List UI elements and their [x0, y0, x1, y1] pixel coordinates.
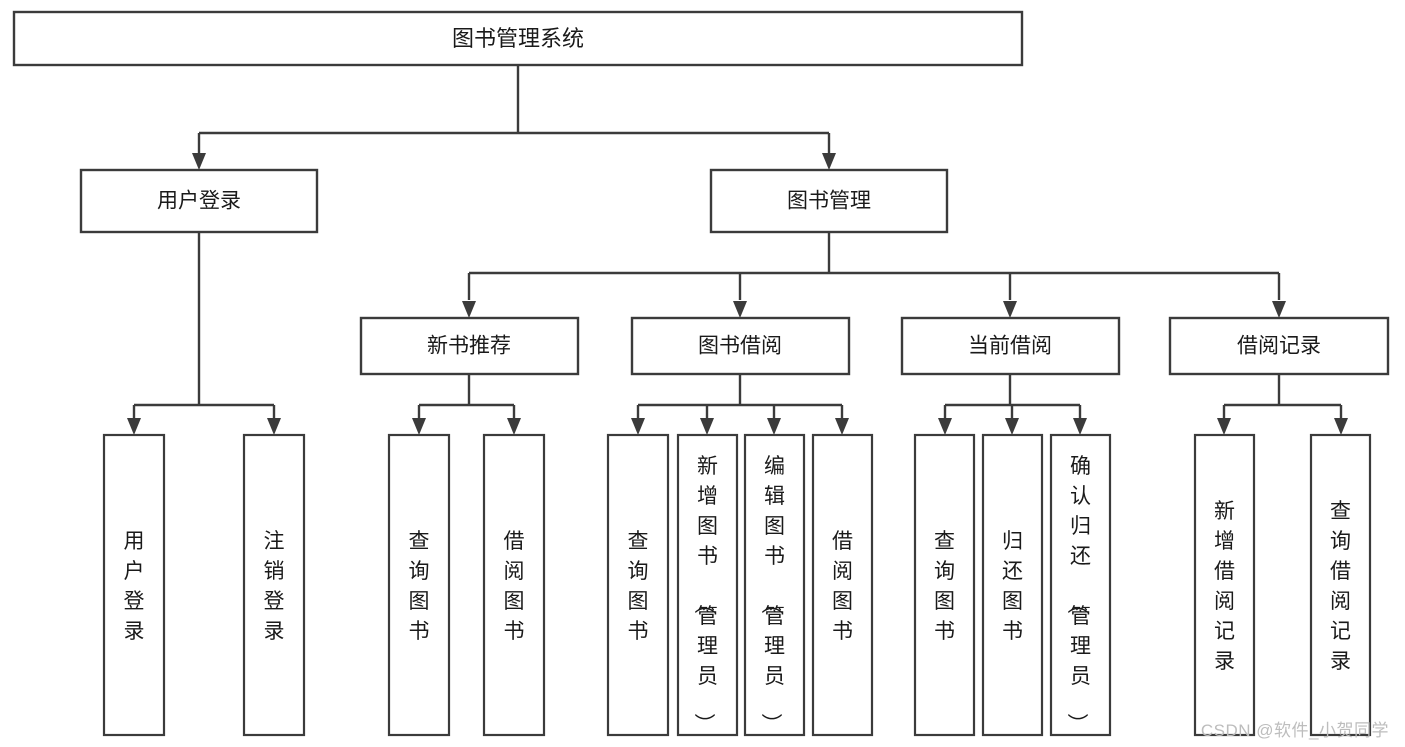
node-current-borrow[interactable]: 当前借阅: [900, 316, 1121, 376]
leaf-node-0-box[interactable]: [102, 433, 166, 737]
connector-group-root: [192, 65, 836, 170]
leaf-node-2-box[interactable]: [387, 433, 451, 737]
leaf-node-8-box[interactable]: [913, 433, 976, 737]
node-new-book-recommend-box[interactable]: [359, 316, 580, 376]
arrow-to-leaf-edit-book-admin: [767, 418, 781, 435]
leaf-node-1[interactable]: 注销登录: [242, 433, 306, 737]
leaf-node-4-label: 查询图书: [628, 530, 649, 643]
node-book-borrow-box[interactable]: [630, 316, 851, 376]
leaf-node-layer: 用户登录 注销登录 查询图书 借阅图书 查询图书 新增图书（管理员） 编辑图书（管理员） 借阅…: [102, 433, 1372, 737]
leaf-node-3-box[interactable]: [482, 433, 546, 737]
arrow-to-leaf-add-book-admin: [700, 418, 714, 435]
leaf-node-7-box[interactable]: [811, 433, 874, 737]
arrow-to-leaf-add-record: [1217, 418, 1231, 435]
leaf-node-11-label: 新增借阅记录: [1214, 500, 1235, 673]
leaf-node-8[interactable]: 查询图书: [913, 433, 976, 737]
node-user-login-box[interactable]: [79, 168, 319, 234]
leaf-node-12[interactable]: 查询借阅记录: [1309, 433, 1372, 737]
leaf-node-9-box[interactable]: [981, 433, 1044, 737]
leaf-node-2[interactable]: 查询图书: [387, 433, 451, 737]
leaf-node-7-label: 借阅图书: [832, 530, 853, 643]
arrow-to-leaf-borrow-book-2: [835, 418, 849, 435]
node-book-management-label: 图书管理: [787, 190, 871, 213]
connector-group-borrow-record: [1217, 374, 1348, 435]
leaf-node-12-label: 查询借阅记录: [1330, 500, 1351, 673]
node-book-borrow[interactable]: 图书借阅: [630, 316, 851, 376]
node-user-login[interactable]: 用户登录: [79, 168, 319, 234]
node-borrow-record-box[interactable]: [1168, 316, 1390, 376]
arrow-to-leaf-query-book-1: [412, 418, 426, 435]
arrow-to-borrow-record: [1272, 301, 1286, 318]
leaf-node-0-label: 用户登录: [124, 530, 145, 643]
connector-group-book-management: [462, 232, 1286, 318]
node-book-management[interactable]: 图书管理: [709, 168, 949, 234]
arrow-to-leaf-query-record: [1334, 418, 1348, 435]
node-borrow-record-label: 借阅记录: [1237, 335, 1321, 358]
leaf-node-1-label: 注销登录: [264, 530, 285, 643]
node-root-system-label: 图书管理系统: [452, 26, 584, 51]
leaf-node-9-label: 归还图书: [1002, 530, 1023, 643]
node-user-login-label: 用户登录: [157, 190, 241, 213]
arrow-to-book-management: [822, 153, 836, 170]
arrow-to-current-borrow: [1003, 301, 1017, 318]
leaf-node-9[interactable]: 归还图书: [981, 433, 1044, 737]
connector-group-current-borrow: [938, 374, 1087, 435]
node-root-system[interactable]: 图书管理系统: [12, 10, 1024, 67]
leaf-node-3-label: 借阅图书: [504, 530, 525, 643]
arrow-to-book-borrow: [733, 301, 747, 318]
leaf-node-2-label: 查询图书: [409, 530, 430, 643]
leaf-node-7[interactable]: 借阅图书: [811, 433, 874, 737]
node-current-borrow-box[interactable]: [900, 316, 1121, 376]
leaf-node-4-box[interactable]: [606, 433, 670, 737]
node-book-management-box[interactable]: [709, 168, 949, 234]
arrow-to-leaf-user-login: [127, 418, 141, 435]
leaf-node-11-box[interactable]: [1193, 433, 1256, 737]
arrow-to-leaf-borrow-book-1: [507, 418, 521, 435]
arrow-to-leaf-query-book-2: [631, 418, 645, 435]
node-new-book-recommend[interactable]: 新书推荐: [359, 316, 580, 376]
connector-group-new-book-recommend: [412, 374, 521, 435]
arrow-to-leaf-return-book: [1005, 418, 1019, 435]
connector-group-book-borrow: [631, 374, 849, 435]
leaf-node-10[interactable]: 确认归还（管理员）: [1049, 433, 1112, 737]
leaf-node-6-box[interactable]: [743, 433, 806, 737]
node-book-borrow-label: 图书借阅: [698, 335, 782, 358]
arrow-to-leaf-logout: [267, 418, 281, 435]
leaf-node-6[interactable]: 编辑图书（管理员）: [743, 433, 806, 737]
leaf-node-8-label: 查询图书: [934, 530, 955, 643]
connector-group-user-login: [127, 232, 281, 435]
node-current-borrow-label: 当前借阅: [968, 335, 1052, 358]
leaf-node-3[interactable]: 借阅图书: [482, 433, 546, 737]
arrow-to-leaf-query-book-3: [938, 418, 952, 435]
leaf-node-6-label: 编辑图书（管理员）: [759, 455, 785, 734]
leaf-node-5[interactable]: 新增图书（管理员）: [676, 433, 739, 737]
arrow-to-user-login: [192, 153, 206, 170]
leaf-node-1-box[interactable]: [242, 433, 306, 737]
leaf-node-5-label: 新增图书（管理员）: [692, 455, 718, 734]
node-root-system-box[interactable]: [12, 10, 1024, 67]
leaf-node-4[interactable]: 查询图书: [606, 433, 670, 737]
arrow-to-leaf-confirm-return-admin: [1073, 418, 1087, 435]
leaf-node-0[interactable]: 用户登录: [102, 433, 166, 737]
leaf-node-11[interactable]: 新增借阅记录: [1193, 433, 1256, 737]
node-new-book-recommend-label: 新书推荐: [427, 335, 511, 358]
leaf-node-5-box[interactable]: [676, 433, 739, 737]
arrow-to-new-book-recommend: [462, 301, 476, 318]
leaf-node-10-box[interactable]: [1049, 433, 1112, 737]
leaf-node-12-box[interactable]: [1309, 433, 1372, 737]
leaf-node-10-label: 确认归还（管理员）: [1065, 455, 1091, 734]
node-borrow-record[interactable]: 借阅记录: [1168, 316, 1390, 376]
